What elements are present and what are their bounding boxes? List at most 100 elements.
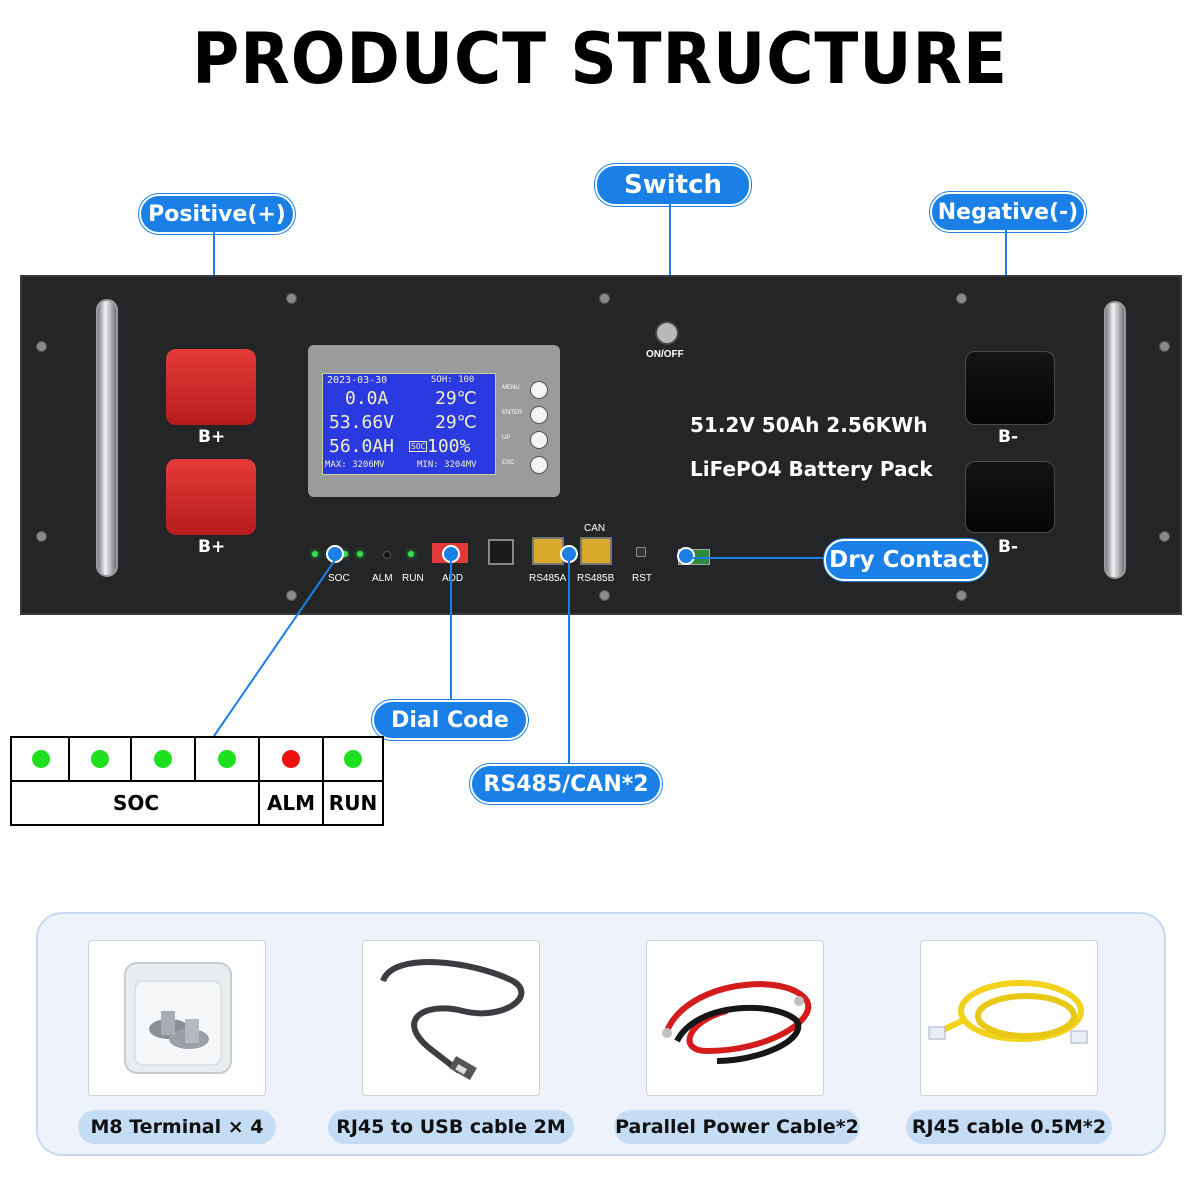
screw (1159, 531, 1170, 542)
lcd-capacity: 56.0AH (329, 436, 395, 457)
soc-label: SOC (112, 791, 160, 815)
b-plus-label: B+ (198, 537, 226, 557)
soc-led-dot (32, 750, 50, 768)
add-port-label: ADD (442, 573, 464, 584)
alm-label-cell: ALM (260, 782, 324, 824)
b-plus-label: B+ (198, 427, 226, 447)
b-minus-label: B- (998, 427, 1019, 447)
rst-label: RST (632, 573, 652, 584)
dry-contact-callout: Dry Contact (824, 539, 988, 581)
positive-callout: Positive(+) (139, 194, 295, 234)
led-cell (260, 738, 324, 782)
soc-led (342, 551, 348, 557)
esc-button[interactable] (530, 456, 548, 474)
rs485a-label: RS485A (529, 573, 567, 584)
accessory-card-rj45-cable (920, 940, 1098, 1096)
rs485-can-callout: RS485/CAN*2 (470, 764, 662, 804)
negative-terminal-top (965, 351, 1055, 425)
page-title: PRODUCT STRUCTURE (192, 18, 1008, 100)
led-cell (132, 738, 196, 782)
screw (36, 531, 47, 542)
spec-line-2: LiFePO4 Battery Pack (690, 457, 933, 481)
soc-leader (213, 557, 826, 764)
lcd-current: 0.0A (345, 388, 389, 409)
accessory-label: Parallel Power Cable*2 (614, 1110, 860, 1144)
left-handle (96, 299, 118, 577)
lcd-voltage: 53.66V (329, 412, 395, 433)
lcd-module: 2023-03-30 SOH: 100 0.0A 29℃ 53.66V 29℃ … (308, 345, 560, 497)
switch-leader (669, 204, 671, 328)
battery-front-panel: B+ B+ B- B- ON/OFF 2023-03-30 SOH: 100 0… (20, 275, 1182, 615)
screw (599, 590, 610, 601)
b-minus-label: B- (998, 537, 1019, 557)
terminal-box-image (124, 962, 232, 1074)
accessory-card-terminals (88, 940, 266, 1096)
led-cell (324, 738, 382, 782)
screw (956, 293, 967, 304)
lcd-min: MIN: 3204MV (417, 460, 477, 470)
esc-button-label: ESC (502, 460, 515, 466)
up-button[interactable] (530, 431, 548, 449)
soc-port-label: SOC (328, 573, 350, 584)
alm-label: ALM (266, 791, 316, 815)
run-led-dot (344, 750, 362, 768)
enter-button-label: ENTER (502, 410, 523, 416)
accessory-label: M8 Terminal × 4 (78, 1110, 276, 1144)
negative-terminal-bottom (965, 461, 1055, 533)
up-button-label: UP (502, 435, 511, 441)
screw (286, 293, 297, 304)
indicator-table: SOC ALM RUN (10, 736, 384, 826)
screw (1159, 341, 1170, 352)
lcd-soh: SOH: 100 (431, 375, 475, 385)
screw (36, 341, 47, 352)
positive-terminal-bottom (166, 459, 256, 535)
accessory-card-usb-cable (362, 940, 540, 1096)
lcd-soc-tag: SOC (409, 441, 428, 452)
accessory-card-power-cable (646, 940, 824, 1096)
rj11-port[interactable] (488, 539, 514, 565)
dial-code-callout: Dial Code (372, 700, 528, 740)
soc-label-cell: SOC (12, 782, 260, 824)
accessories-panel: M8 Terminal × 4 RJ45 to USB cable 2M Par… (36, 912, 1166, 1156)
lcd-max: MAX: 3206MV (325, 460, 385, 470)
usb-cable-image (380, 959, 525, 1081)
power-switch[interactable] (655, 321, 679, 345)
right-handle (1104, 301, 1126, 579)
run-label: RUN (328, 791, 378, 815)
screw (956, 590, 967, 601)
positive-terminal-top (166, 349, 256, 425)
run-led (408, 551, 414, 557)
dry-contact-marker (677, 547, 695, 565)
led-cell (196, 738, 260, 782)
soc-led-dot (154, 750, 172, 768)
lcd-soc: 100% (427, 436, 471, 457)
alm-led-dot (282, 750, 300, 768)
can-label: CAN (584, 523, 606, 534)
alm-led (383, 551, 391, 559)
enter-button[interactable] (530, 406, 548, 424)
soc-led-dot (218, 750, 236, 768)
yellow-rj45-cable-image (928, 980, 1088, 1044)
led-cell (12, 738, 70, 782)
lcd-temp1: 29℃ (435, 388, 477, 409)
reset-button[interactable] (636, 547, 646, 557)
rs485b-port[interactable] (580, 537, 612, 565)
soc-led (312, 551, 318, 557)
run-port-label: RUN (402, 573, 424, 584)
on-off-label: ON/OFF (646, 349, 684, 360)
power-cable-image (662, 981, 812, 1064)
negative-callout: Negative(-) (930, 192, 1086, 232)
soc-led-dot (91, 750, 109, 768)
screw (599, 293, 610, 304)
rs485b-label: RS485B (577, 573, 615, 584)
alm-port-label: ALM (372, 573, 393, 584)
led-cell (70, 738, 132, 782)
switch-callout: Switch (595, 164, 751, 206)
soc-marker (326, 545, 344, 563)
menu-button-label: MENU (502, 385, 520, 391)
lcd-date: 2023-03-30 (327, 375, 388, 386)
accessory-label: RJ45 to USB cable 2M (328, 1110, 574, 1144)
lcd-temp2: 29℃ (435, 412, 477, 433)
menu-button[interactable] (530, 381, 548, 399)
soc-led (357, 551, 363, 557)
